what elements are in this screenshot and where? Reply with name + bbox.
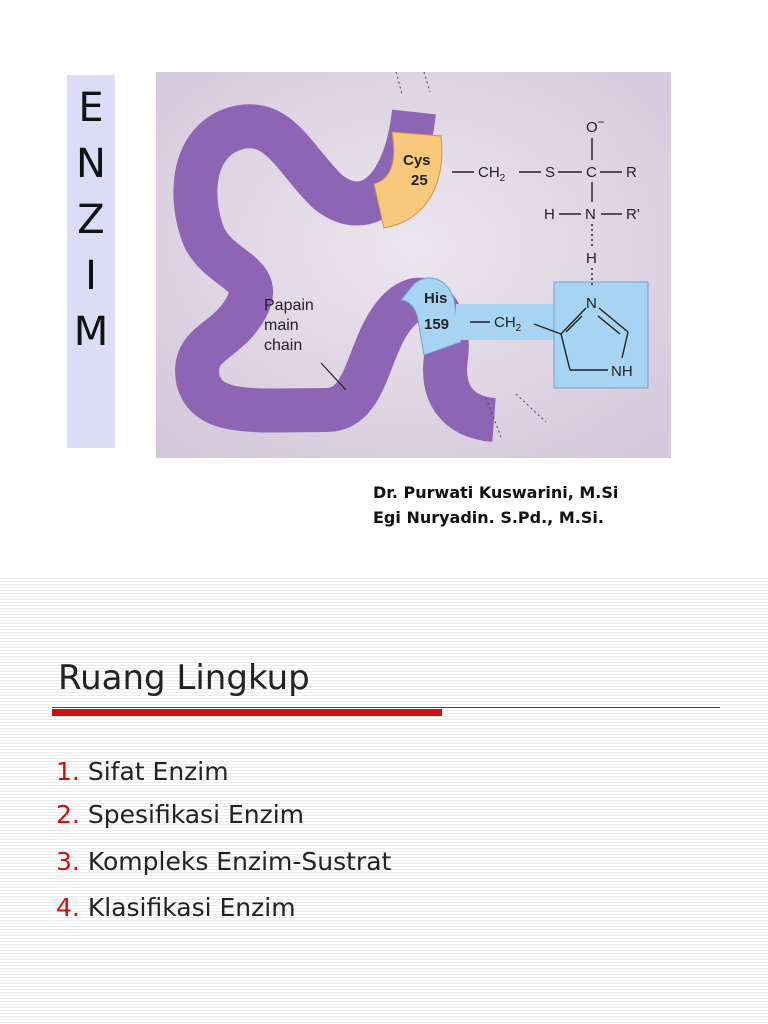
ch2-top-text: CH: [478, 164, 500, 181]
ring-bond-5: [598, 307, 629, 333]
cys-segment: [373, 131, 443, 229]
ring-bond-1: [560, 307, 587, 335]
list-text: Spesifikasi Enzim: [87, 800, 305, 829]
carbon-label: C: [586, 164, 597, 181]
list-text: Kompleks Enzim-Sustrat: [87, 847, 392, 876]
list-number: 4.: [56, 893, 80, 922]
n-mid-label: N: [585, 206, 596, 223]
h-bond-label: H: [586, 250, 597, 267]
his-label: His: [424, 290, 447, 307]
title-letter-z: Z: [77, 197, 105, 243]
title-letter-m: M: [73, 309, 109, 355]
ring-bond-5b: [597, 315, 621, 335]
list-number: 2.: [56, 800, 80, 829]
title-letter-n: N: [76, 141, 106, 187]
list-item: 1.Sifat Enzim: [56, 756, 229, 788]
author-credits: Dr. Purwati Kuswarini, M.Si Egi Nuryadin…: [373, 480, 618, 530]
chain-tail-bottom: [485, 393, 547, 438]
cys-number: 25: [411, 172, 428, 189]
ring-n-label: N: [586, 295, 597, 312]
imidazole-box: [553, 281, 649, 389]
chain-label-line1: Papain: [264, 297, 314, 314]
list-item: 4.Klasifikasi Enzim: [56, 892, 296, 924]
h-left-label: H: [544, 206, 555, 223]
author-2: Egi Nuryadin. S.Pd., M.Si.: [373, 508, 604, 527]
title-letter-i: I: [85, 253, 97, 299]
ch2-bottom-subscript: 2: [516, 323, 522, 334]
ring-bond-2: [560, 333, 571, 371]
list-item: 2.Spesifikasi Enzim: [56, 799, 304, 831]
oxygen-text: O: [586, 119, 598, 136]
ring-bond-1b: [565, 315, 583, 333]
sulfur-label: S: [545, 164, 555, 181]
author-1: Dr. Purwati Kuswarini, M.Si: [373, 483, 619, 502]
cys-label: Cys: [403, 152, 431, 169]
his-number: 159: [424, 316, 449, 333]
ch2-top-label: CH2: [478, 164, 506, 184]
heading-underline-thin: [52, 707, 720, 708]
his-ribbon-segment: [399, 277, 462, 356]
chain-label-line3: chain: [264, 337, 302, 354]
bond-ch2-ring: [533, 323, 562, 335]
scope-slide: Ruang Lingkup 1.Sifat Enzim 2.Spesifikas…: [0, 576, 768, 1024]
title-letter-e: E: [78, 85, 104, 131]
chain-label-line2: main: [264, 317, 299, 334]
ch2-bottom-label: CH2: [494, 314, 522, 334]
oxygen-charge: −: [598, 115, 605, 129]
list-number: 1.: [56, 757, 80, 786]
oxygen-label: O−: [586, 115, 605, 136]
r-prime-label: R': [626, 206, 640, 223]
heading-underline-thick: [52, 709, 442, 716]
list-text: Klasifikasi Enzim: [87, 893, 296, 922]
list-number: 3.: [56, 847, 80, 876]
ring-bond-4: [621, 331, 629, 359]
chain-tail-top: [395, 72, 431, 95]
papain-active-site-diagram: Cys 25 His 159 CH2 S C R O− H N R' H: [156, 72, 671, 458]
list-text: Sifat Enzim: [87, 757, 229, 786]
ch2-top-subscript: 2: [500, 173, 506, 184]
list-item: 3.Kompleks Enzim-Sustrat: [56, 846, 391, 878]
r-label: R: [626, 164, 637, 181]
vertical-title-bar: E N Z I M: [67, 75, 115, 448]
ring-nh-label: NH: [611, 363, 633, 380]
slide-heading: Ruang Lingkup: [58, 658, 310, 698]
chain-label-pointer: [320, 362, 347, 391]
ch2-bottom-text: CH: [494, 314, 516, 331]
title-slide: E N Z I M Cys 25 His 159 C: [67, 72, 671, 530]
